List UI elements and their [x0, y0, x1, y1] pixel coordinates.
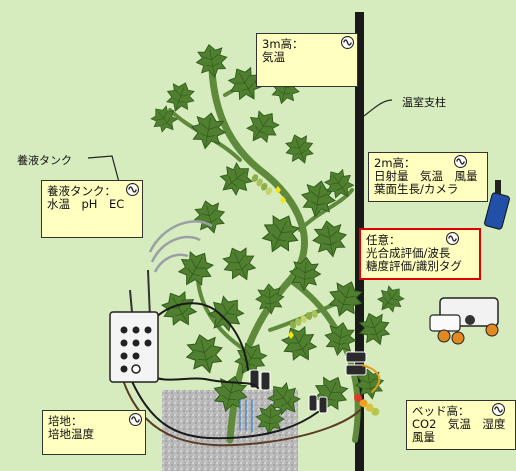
note-line: 風量	[412, 430, 435, 444]
clip-icon	[446, 232, 459, 245]
note-line: 2m高：	[374, 156, 416, 170]
note-line: 3m高：	[262, 37, 304, 51]
camera-sensor	[484, 180, 510, 230]
clip-icon	[454, 155, 467, 168]
note-line: 光合成評価/波長	[366, 246, 451, 260]
wireless-waves	[148, 220, 213, 273]
note-bed-height: ベッド高： CO2 気温 湿度 風量	[406, 400, 516, 450]
note-line: ベッド高：	[412, 404, 470, 418]
note-2m-height: 2m高： 日射量 気温 風量 葉面生長/カメラ	[368, 152, 488, 202]
note-line: 任意：	[366, 233, 401, 247]
note-line: 気温	[262, 50, 285, 64]
note-optional: 任意： 光合成評価/波長 糖度評価/識別タグ	[359, 228, 481, 280]
fruit-trusses	[251, 174, 380, 416]
clip-icon	[129, 413, 142, 426]
tank-label: 養液タンク	[17, 154, 72, 167]
leader-lines	[87, 99, 393, 187]
note-line: 葉面生長/カメラ	[374, 182, 459, 196]
note-line: CO2 気温 湿度	[412, 417, 506, 431]
note-line: 養液タンク：	[47, 184, 116, 198]
plant-clip-sensors	[249, 351, 367, 414]
note-line: 水温 pH EC	[47, 197, 125, 211]
clip-icon	[492, 403, 505, 416]
note-tank: 養液タンク： 水温 pH EC	[41, 180, 143, 238]
note-line: 培地温度	[48, 427, 94, 441]
data-logger	[109, 269, 159, 383]
note-line: 日射量 気温 風量	[374, 169, 478, 183]
clip-icon	[126, 183, 139, 196]
note-line: 培地：	[48, 414, 83, 428]
note-medium: 培地： 培地温度	[42, 410, 146, 455]
robot-cart	[429, 297, 499, 345]
note-3m-height: 3m高： 気温	[256, 33, 358, 87]
note-line: 糖度評価/識別タグ	[366, 259, 462, 273]
clip-icon	[341, 36, 354, 49]
pillar-label: 温室支柱	[402, 96, 446, 109]
